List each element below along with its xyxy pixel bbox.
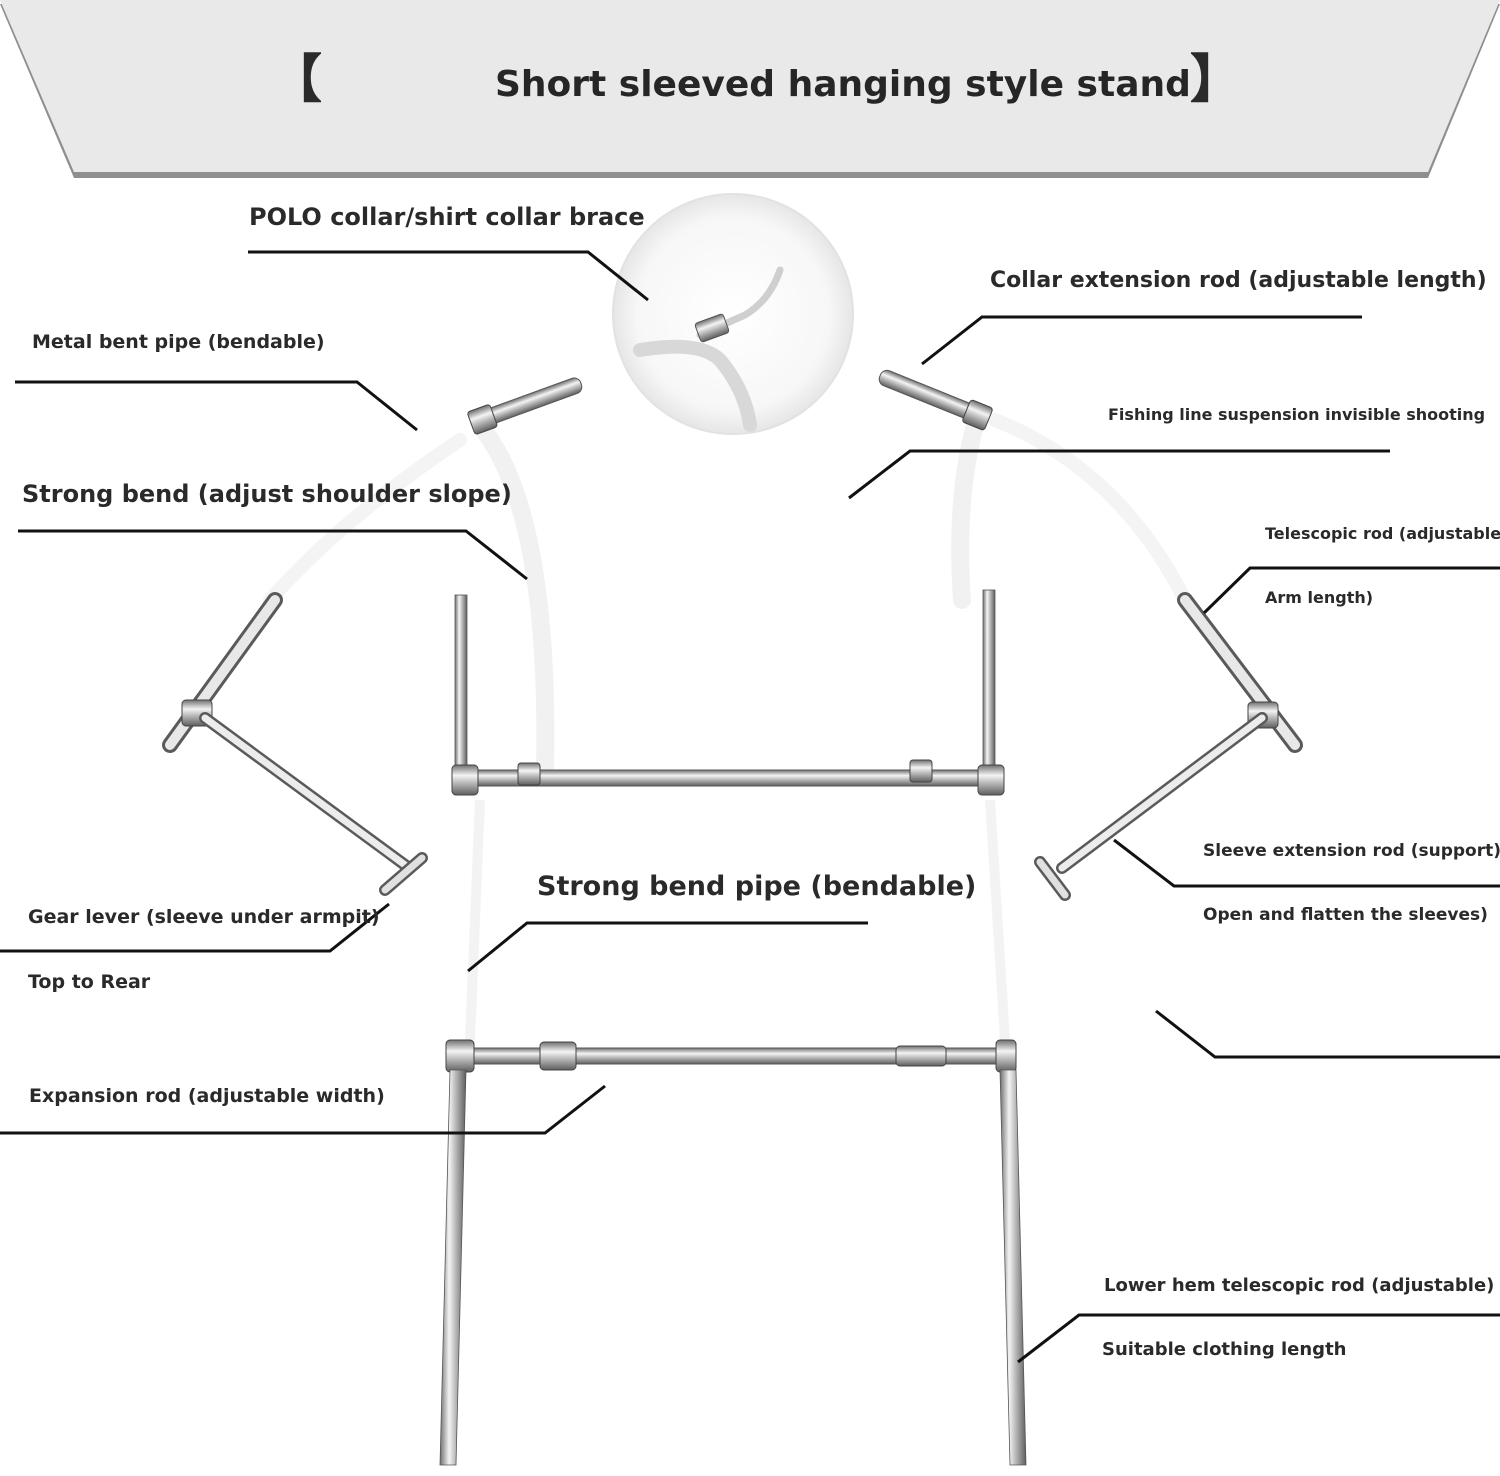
leader-strong-pipe bbox=[467, 921, 868, 973]
leader-fishing bbox=[848, 449, 1390, 500]
leader-polo bbox=[248, 250, 649, 302]
collar-detail-circle bbox=[612, 193, 854, 435]
page-title: Short sleeved hanging style stand bbox=[495, 64, 1191, 105]
right-sleeve-rod bbox=[1034, 592, 1303, 901]
bracket-close: 】 bbox=[1190, 50, 1243, 110]
leader-open-flatten bbox=[1155, 1009, 1500, 1059]
collar-detail-clamp bbox=[694, 313, 730, 343]
leader-telescopic bbox=[1202, 566, 1500, 615]
label-top-to-rear: Top to Rear bbox=[28, 971, 151, 993]
left-shoulder-pipe bbox=[476, 423, 555, 779]
leader-strong-bend bbox=[18, 529, 528, 581]
label-fishing-line: Fishing line suspension invisible shooti… bbox=[1108, 405, 1486, 424]
leader-expansion bbox=[0, 1084, 606, 1135]
leader-metal-bent bbox=[15, 380, 418, 432]
right-body-pipe bbox=[985, 799, 1010, 1041]
label-gear-lever: Gear lever (sleeve under armpit) bbox=[28, 906, 380, 928]
left-body-pipe bbox=[465, 799, 485, 1041]
leader-collar-ext bbox=[921, 315, 1362, 366]
upper-frame bbox=[451, 589, 1005, 796]
title-banner bbox=[0, 0, 1500, 172]
right-sleeve-pipe bbox=[988, 413, 1192, 607]
label-polo-collar: POLO collar/shirt collar brace bbox=[249, 203, 645, 231]
label-collar-extension: Collar extension rod (adjustable length) bbox=[990, 268, 1487, 293]
label-strong-bend: Strong bend (adjust shoulder slope) bbox=[22, 480, 512, 508]
label-sleeve-extension: Sleeve extension rod (support) bbox=[1203, 841, 1500, 861]
label-arm-length: Arm length) bbox=[1265, 588, 1374, 607]
left-collar-rod bbox=[467, 377, 583, 435]
label-strong-bend-pipe: Strong bend pipe (bendable) bbox=[537, 871, 977, 902]
leader-lines bbox=[0, 250, 1500, 1364]
left-sleeve-rod bbox=[162, 592, 428, 896]
leader-gear bbox=[0, 902, 390, 953]
right-collar-rod bbox=[878, 369, 993, 431]
label-clothing-length: Suitable clothing length bbox=[1102, 1339, 1347, 1360]
label-telescopic-rod: Telescopic rod (adjustable) bbox=[1265, 524, 1500, 543]
label-metal-bent-pipe: Metal bent pipe (bendable) bbox=[32, 331, 325, 353]
leader-sleeve-ext bbox=[1113, 838, 1500, 888]
right-shoulder-pipe bbox=[951, 416, 984, 609]
label-expansion-rod: Expansion rod (adjustable width) bbox=[29, 1085, 385, 1107]
collar-detail-pipe bbox=[633, 339, 757, 432]
bracket-open: 【 bbox=[270, 50, 323, 110]
label-lower-hem: Lower hem telescopic rod (adjustable) bbox=[1104, 1275, 1495, 1296]
left-sleeve-pipe bbox=[263, 433, 467, 607]
leader-lower-hem bbox=[1017, 1313, 1500, 1364]
collar-detail-rod bbox=[696, 266, 784, 339]
lower-frame bbox=[439, 1039, 1027, 1466]
label-open-flatten: Open and flatten the sleeves) bbox=[1203, 905, 1488, 925]
